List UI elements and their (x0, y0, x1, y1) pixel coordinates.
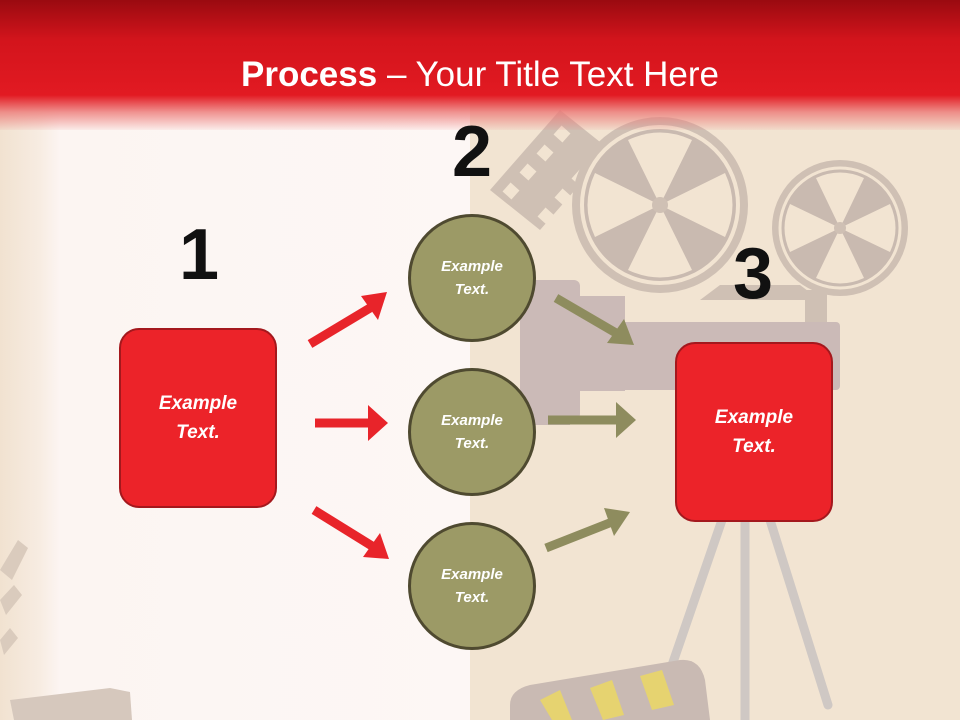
node-circle-bottom: Example Text. (408, 522, 536, 650)
left-edge-decoration-icon (0, 540, 132, 720)
node-end-label: Example Text. (714, 407, 794, 457)
step-number-2: 2 (451, 112, 493, 192)
arrow-top-to-right (553, 294, 634, 345)
node-start-box: Example Text. (119, 328, 277, 508)
node-start-label: Example Text. (158, 393, 238, 443)
node-circle-top-label: Example Text. (441, 258, 503, 298)
arrow-left-to-bottom (311, 506, 389, 559)
arrow-bottom-to-right (544, 508, 630, 553)
arrow-left-to-top (307, 292, 387, 348)
node-circle-top: Example Text. (408, 214, 536, 342)
slide-title: Process – Your Title Text Here (0, 52, 960, 98)
node-circle-middle-label: Example Text. (441, 412, 503, 452)
step-number-3: 3 (732, 234, 774, 314)
arrow-middle-to-right (548, 402, 636, 438)
node-end-box: Example Text. (675, 342, 833, 522)
clapperboard-icon (510, 659, 710, 720)
node-circle-bottom-label: Example Text. (441, 566, 503, 606)
node-circle-middle: Example Text. (408, 368, 536, 496)
step-number-1: 1 (178, 215, 220, 295)
title-rest: – Your Title Text Here (377, 55, 719, 94)
header-bar (0, 0, 960, 130)
title-bold: Process (241, 55, 378, 94)
arrow-left-to-middle (315, 405, 388, 441)
small-reel-icon (772, 160, 908, 296)
